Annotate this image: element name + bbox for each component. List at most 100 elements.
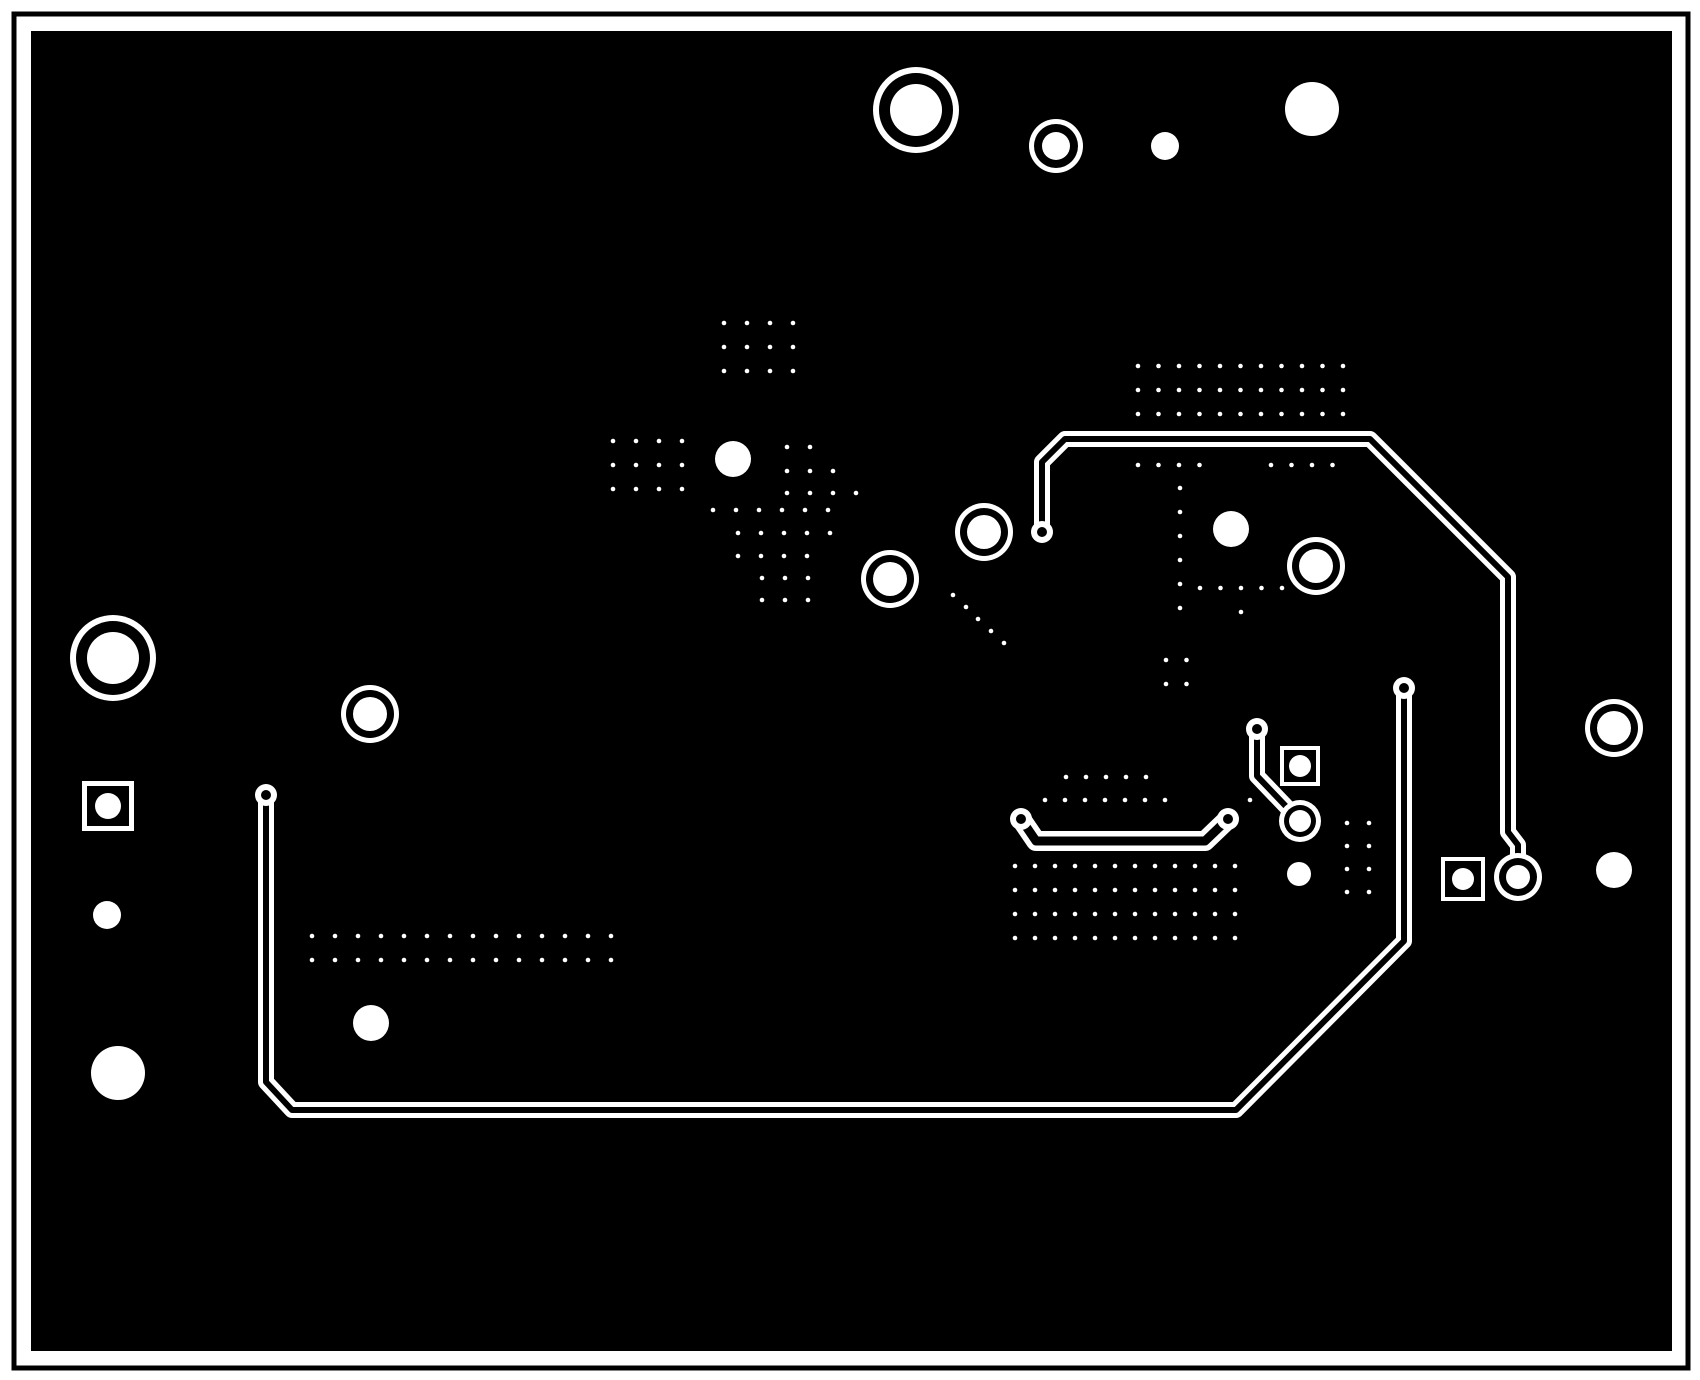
thermal-via [975,616,981,622]
thermal-via [767,368,773,374]
thermal-via [1156,363,1161,369]
thermal-via [1177,557,1183,563]
unplated-hole [1287,862,1311,886]
unplated-hole [1213,511,1249,547]
thermal-via [1001,640,1007,646]
thermal-via [782,597,788,603]
unplated-hole [1151,132,1179,160]
thermal-via [1192,911,1198,917]
thermal-via [493,933,499,939]
unplated-hole [715,441,751,477]
via-end [261,790,271,800]
thermal-via [758,553,764,559]
thermal-via [1032,935,1038,941]
unplated-hole [1285,82,1339,136]
thermal-via [790,368,796,374]
thermal-via [1366,843,1372,849]
thermal-via [1340,411,1346,417]
thermal-via [1177,509,1183,515]
thermal-via [1279,363,1284,369]
thermal-via [1052,935,1058,941]
thermal-via [516,957,522,963]
thermal-via [1152,887,1158,893]
thermal-via [1032,911,1038,917]
thermal-via [1340,363,1346,369]
thermal-via [744,344,750,350]
thermal-via [802,507,808,513]
thermal-via [1082,797,1088,803]
thermal-via [1177,485,1183,491]
thermal-via [1344,843,1350,849]
thermal-via [1092,863,1098,869]
thermal-via [1156,462,1161,468]
via-end [1399,683,1409,693]
thermal-via [767,344,773,350]
thermal-via [309,933,315,939]
thermal-via [585,933,591,939]
thermal-via [1122,797,1128,803]
thermal-via [1344,820,1350,826]
thermal-via [1163,657,1169,663]
trace-right-loop [1034,431,1526,883]
thermal-via [767,320,773,326]
thermal-via [424,933,430,939]
thermal-via [633,462,639,468]
thermal-via [1299,363,1305,369]
thermal-via [1012,863,1018,869]
thermal-via [1258,411,1264,417]
thermal-via [633,486,639,492]
thermal-via [804,553,810,559]
plated-ring [341,685,399,743]
thermal-via [1135,363,1141,369]
thermal-via [470,957,476,963]
thermal-via [1192,863,1198,869]
thermal-via [1279,411,1284,417]
trace-end-vias [255,521,1415,830]
thermal-via [807,490,813,496]
thermal-via [1238,609,1244,615]
thermal-via [1197,387,1202,393]
thermal-via [825,507,831,513]
thermal-via [1232,887,1238,893]
thermal-via [1176,462,1182,468]
thermal-via [562,933,568,939]
thermal-via [1132,911,1138,917]
thermal-via [1135,387,1141,393]
thermal-via [608,957,614,963]
thermal-via [781,530,787,536]
thermal-via [679,486,685,492]
thermal-via [585,957,591,963]
trace-left-loop [258,680,1412,1118]
unplated-hole-group [91,82,1632,1100]
thermal-via [1132,935,1138,941]
thermal-via [332,957,338,963]
thermal-via [784,444,790,450]
thermal-via [539,957,545,963]
thermal-via [1320,363,1325,369]
thermal-via [790,344,796,350]
thermal-via [1132,887,1138,893]
thermal-via [805,597,811,603]
square-pad [82,781,134,831]
thermal-via [1072,887,1078,893]
thermal-via [1052,911,1058,917]
square-pad-group [82,746,1485,901]
thermal-via [1135,411,1141,417]
thermal-via [1197,585,1203,591]
thermal-via [1072,863,1078,869]
thermal-via [493,957,499,963]
thermal-via [1103,774,1109,780]
thermal-via [401,957,407,963]
mounting-hole-left [70,615,156,701]
thermal-via [1177,581,1183,587]
thermal-via [1062,797,1068,803]
thermal-via [744,368,750,374]
thermal-via [1052,863,1058,869]
thermal-via [805,575,811,581]
thermal-via [1212,887,1218,893]
thermal-via [830,490,836,496]
thermal-via [1212,863,1218,869]
thermal-via [1163,681,1169,687]
thermal-via [1197,411,1202,417]
thermal-via [1299,411,1305,417]
